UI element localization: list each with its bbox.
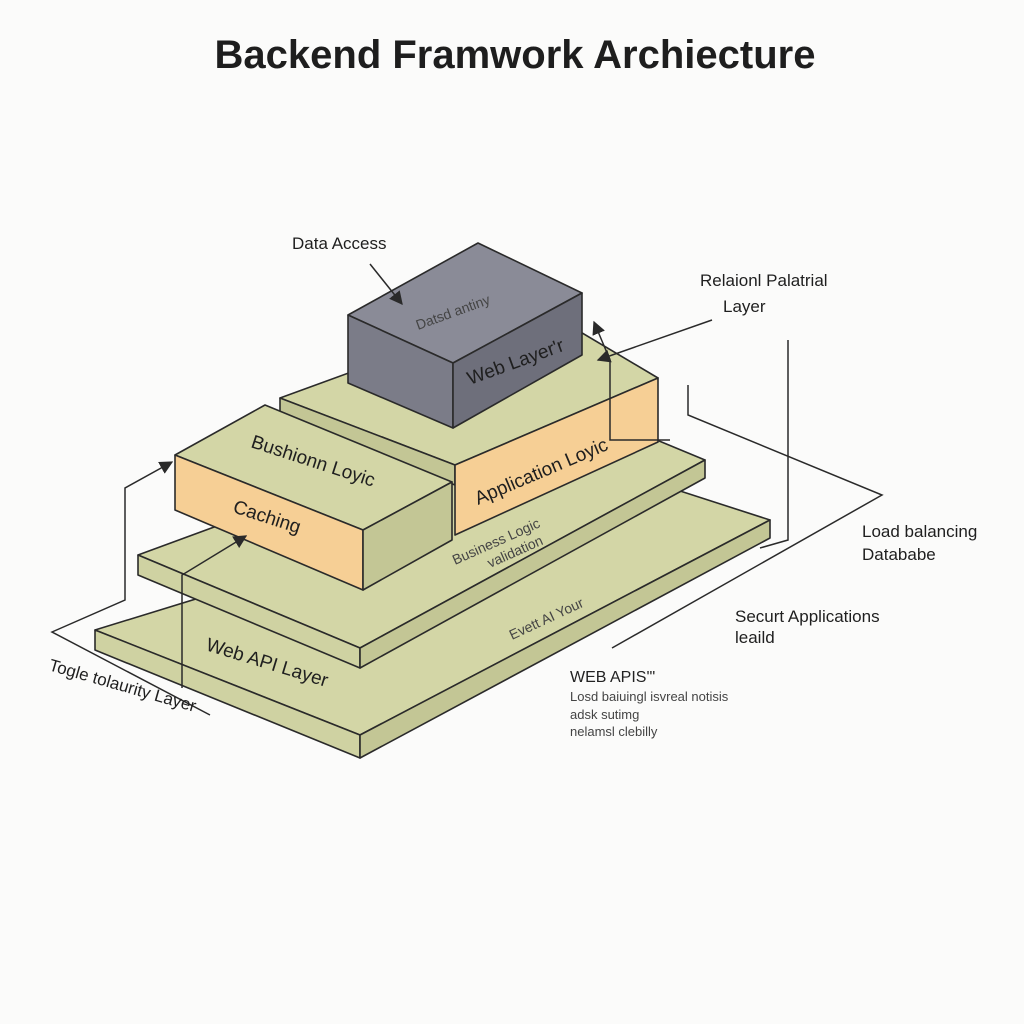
load-balancing-connector xyxy=(611,385,884,649)
data-access-arrow xyxy=(369,263,403,306)
relational-label-line2: Layer xyxy=(723,297,766,316)
top-box: Datsd antiny Web Layer'r xyxy=(347,242,583,429)
page-title: Backend Framwork Archiecture xyxy=(215,33,816,77)
caching-arrow xyxy=(181,535,248,688)
vertical-connector xyxy=(759,340,789,549)
web-apis-heading: WEB APIS'" xyxy=(570,669,655,686)
right-box-front xyxy=(454,377,659,536)
relational-arrow xyxy=(596,319,713,363)
web-apis-line-3: nelamsl clebilly xyxy=(570,724,658,739)
bottom-slab-side xyxy=(359,519,771,759)
load-balancing-label-line2: Datababe xyxy=(862,545,936,564)
toggle-layer-arrow xyxy=(50,461,211,716)
load-balancing-label-line1: Load balancing xyxy=(862,522,977,541)
web-apis-line-2: adsk sutimg xyxy=(570,707,639,722)
left-box: Bushionn Loyic Caching xyxy=(174,404,453,591)
relational-bracket-arrow xyxy=(592,320,670,441)
left-box-side xyxy=(362,481,453,591)
relational-label-line1: Relaionl Palatrial xyxy=(700,271,828,290)
secure-label-line1: Securt Applications xyxy=(735,607,880,626)
middle-slab-side xyxy=(359,459,706,669)
web-apis-line-1: Losd baiuingl isvreal notisis xyxy=(570,689,729,704)
secure-label-line2: leaild xyxy=(735,628,775,647)
data-access-label: Data Access xyxy=(292,234,387,253)
top-box-side xyxy=(452,292,583,429)
